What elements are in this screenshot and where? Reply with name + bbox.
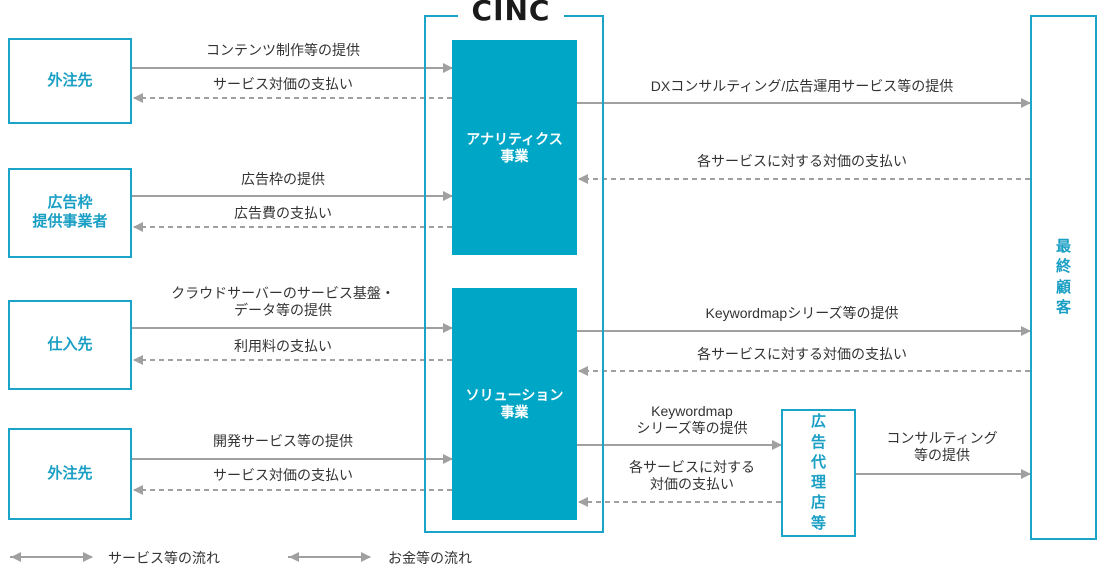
node-gaichu-1: 外注先 <box>8 38 132 124</box>
edge-label-e5: クラウドサーバーのサービス基盤・ データ等の提供 <box>171 285 395 318</box>
node-shiire: 仕入先 <box>8 300 132 390</box>
node-kokokuwaku: 広告枠 提供事業者 <box>8 168 132 258</box>
edge-label-e2: サービス対価の支払い <box>213 76 353 92</box>
node-solution: ソリューション 事業 <box>452 288 577 520</box>
edge-label-e14: 各サービスに対する 対価の支払い <box>629 459 755 492</box>
edge-label-e10: 各サービスに対する対価の支払い <box>697 153 907 169</box>
node-dairiten: 広告代理店等 <box>781 409 856 537</box>
edge-label-e13: Keywordmap シリーズ等の提供 <box>636 403 748 436</box>
edge-label-e6: 利用料の支払い <box>234 338 332 354</box>
edge-label-e4: 広告費の支払い <box>234 205 332 221</box>
edge-label-e7: 開発サービス等の提供 <box>213 433 353 449</box>
edge-label-e9: DXコンサルティング/広告運用サービス等の提供 <box>650 78 954 94</box>
edge-label-e12: 各サービスに対する対価の支払い <box>697 346 907 362</box>
edge-label-e11: Keywordmapシリーズ等の提供 <box>705 305 899 321</box>
edge-label-e1: コンテンツ制作等の提供 <box>206 42 360 58</box>
node-customer-label: 最終顧客 <box>1055 238 1071 316</box>
node-analytics: アナリティクス 事業 <box>452 40 577 255</box>
node-gaichu-2: 外注先 <box>8 428 132 520</box>
node-customer: 最終顧客 <box>1030 15 1097 540</box>
edge-label-e8: サービス対価の支払い <box>213 467 353 483</box>
cinc-logo: CINC <box>458 0 564 27</box>
node-dairiten-label: 広告代理店等 <box>810 413 826 532</box>
legend-service-label: サービス等の流れ <box>108 550 220 566</box>
legend-money-label: お金等の流れ <box>388 550 472 566</box>
edge-label-e15: コンサルティング 等の提供 <box>886 430 998 463</box>
edge-label-e3: 広告枠の提供 <box>241 171 325 187</box>
